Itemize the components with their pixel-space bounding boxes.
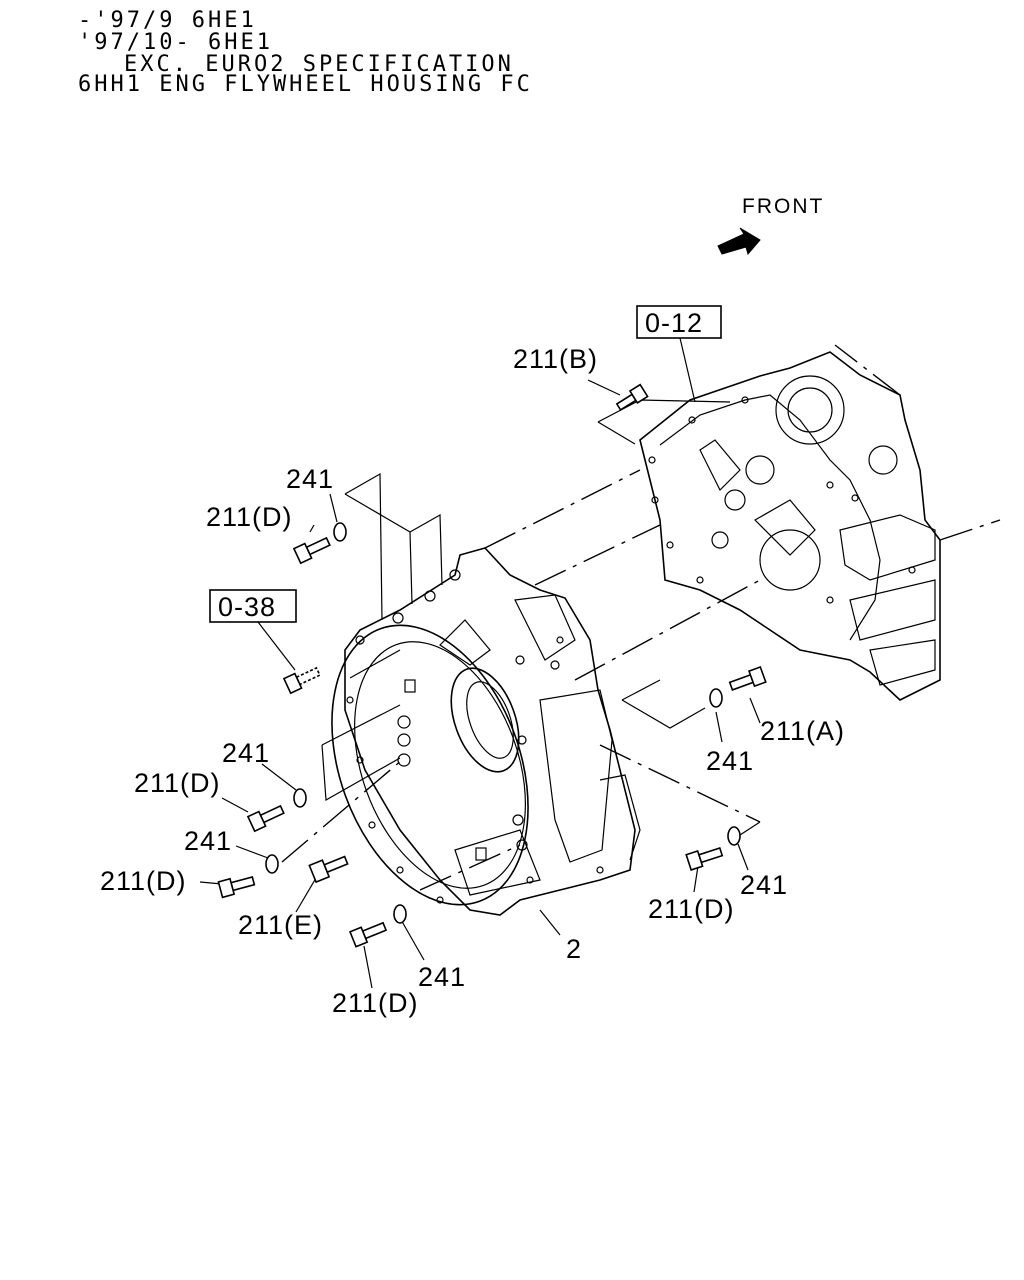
washer-241-left1-icon — [293, 788, 307, 808]
callout-241-lowright: 241 — [740, 870, 788, 900]
assembly-lines — [199, 337, 761, 989]
engine-block — [639, 344, 1001, 701]
header-line-2: '97/10- 6HE1 — [78, 30, 273, 55]
ref-box-0-38-label: 0-38 — [218, 592, 276, 622]
header-line-1: -'97/9 6HE1 — [78, 8, 257, 33]
bolt-211e-icon — [308, 855, 349, 884]
callout-241-right: 241 — [706, 746, 754, 776]
callout-211b: 211(B) — [513, 344, 598, 374]
header-line-4: 6HH1 ENG FLYWHEEL HOUSING FC — [78, 72, 533, 97]
callout-211d-left2: 211(D) — [100, 866, 187, 896]
callout-211e: 211(E) — [238, 910, 323, 940]
flywheel-housing — [331, 547, 641, 916]
washer-241-right-icon — [709, 688, 723, 708]
callout-241-bottom: 241 — [418, 962, 466, 992]
header-line-3: EXC. EURO2 SPECIFICATION — [124, 52, 514, 77]
callout-211d-bottom: 211(D) — [332, 988, 419, 1018]
callout-211d-right: 211(D) — [648, 894, 735, 924]
washer-241-bottom-icon — [393, 904, 407, 924]
ref-box-0-12-label: 0-12 — [645, 308, 703, 338]
ref-box-0-12 — [636, 305, 722, 339]
bolt-211d-bottom-icon — [348, 921, 388, 948]
bolt-0-38-icon — [282, 666, 321, 695]
bolt-211d-left1-icon — [246, 804, 285, 833]
callout-211a: 211(A) — [760, 716, 845, 746]
callout-241-left2: 241 — [184, 826, 232, 856]
bolt-211b-icon — [615, 383, 649, 411]
ref-box-0-38 — [209, 589, 297, 623]
callout-211d-left1: 211(D) — [134, 768, 221, 798]
callout-241-left1: 241 — [222, 738, 270, 768]
bolt-211d-top-icon — [292, 536, 331, 565]
washer-241-lowright-icon — [727, 826, 741, 846]
bolt-211d-right-icon — [685, 847, 724, 871]
bolt-211a-icon — [728, 665, 767, 691]
washer-241-left2-icon — [265, 854, 279, 874]
bolt-211d-left2-icon — [217, 875, 256, 899]
callout-211d-top: 211(D) — [206, 502, 293, 532]
washer-241-top-icon — [333, 522, 347, 542]
callout-241-top: 241 — [286, 464, 334, 494]
front-label: FRONT — [742, 195, 824, 218]
callout-2: 2 — [566, 934, 582, 964]
front-arrow-icon — [717, 227, 761, 256]
